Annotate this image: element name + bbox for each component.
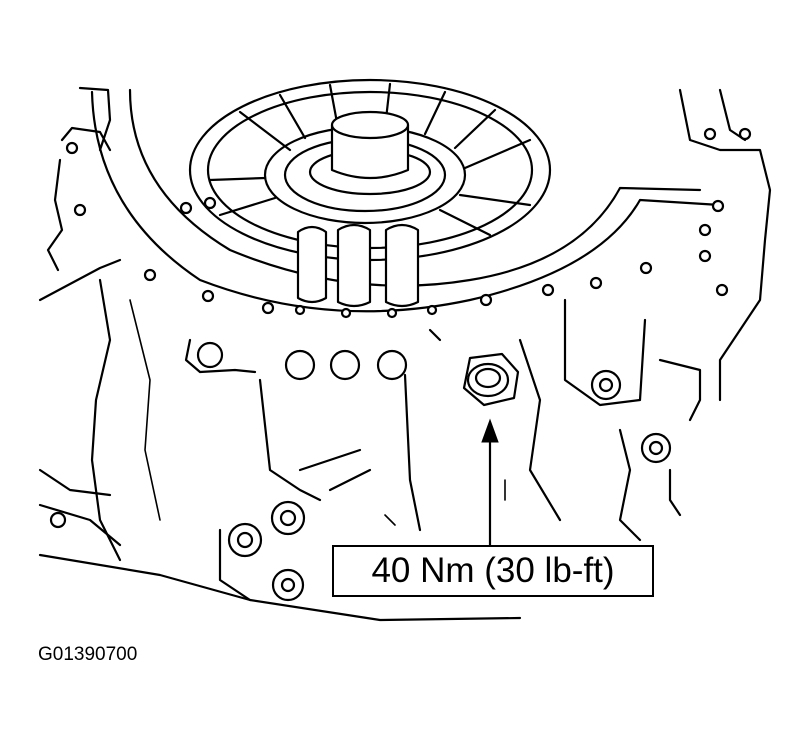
case-flange (65, 88, 772, 332)
figure-id-caption: G01390700 (38, 644, 138, 665)
case-lower-bosses (49, 500, 306, 602)
case-right-section (518, 298, 742, 542)
torque-spec-label: 40 Nm (30 lb-ft) (332, 545, 654, 597)
valve-body (184, 328, 506, 532)
leader-arrow (481, 418, 499, 547)
case-left-outline (38, 86, 522, 622)
bolt-icon (462, 352, 520, 407)
pump-assembly (188, 78, 552, 308)
